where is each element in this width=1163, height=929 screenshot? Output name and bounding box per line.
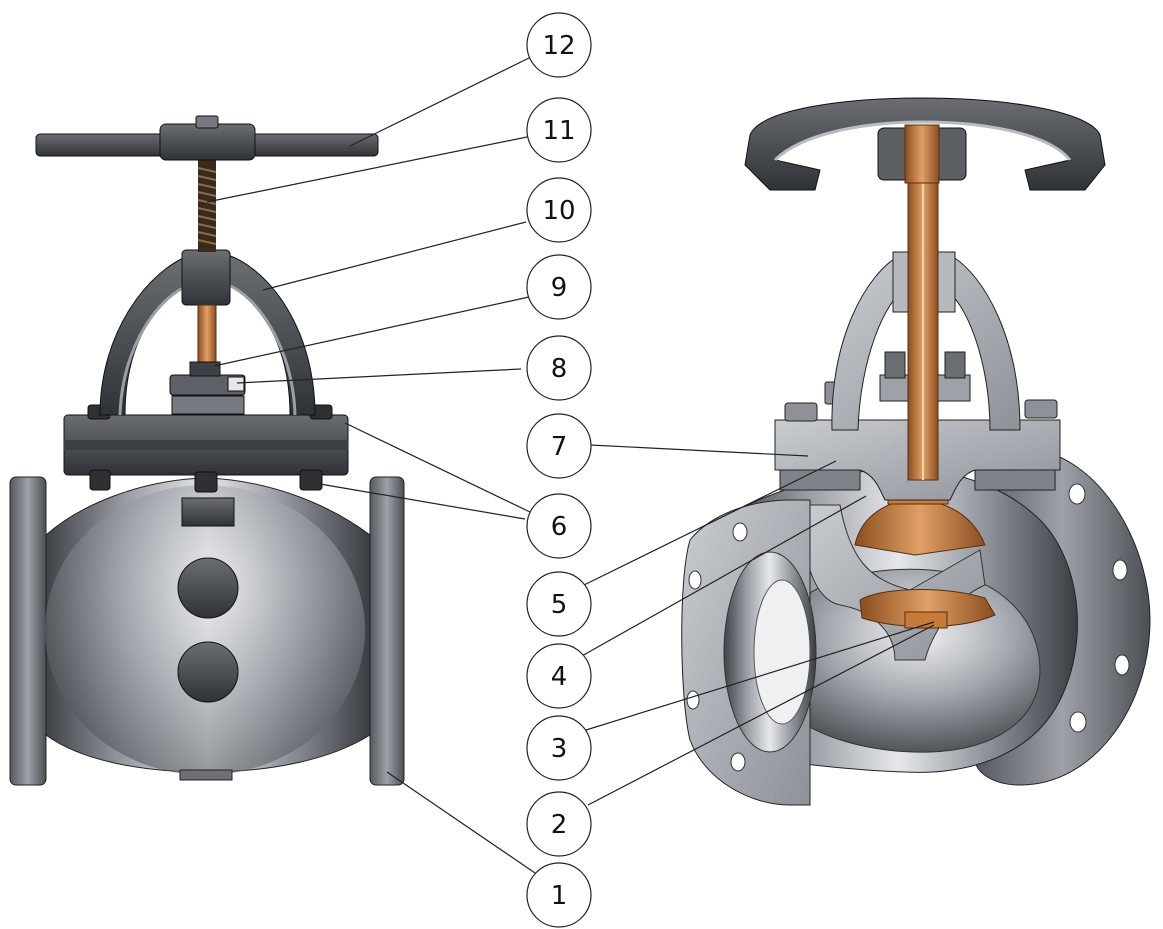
callout-10: 10: [526, 177, 592, 243]
front-yoke-hub: [181, 249, 231, 306]
callout-1-label: 1: [551, 881, 568, 911]
front-neck-block: [181, 497, 235, 527]
front-bottom-plug: [179, 769, 233, 781]
front-body-sphere: [45, 485, 365, 775]
front-right-flange: [369, 476, 405, 786]
leader-lines: [206, 55, 935, 876]
callout-7: 7: [526, 413, 592, 479]
section-seat-ring: [859, 589, 996, 628]
section-view: [681, 97, 1151, 806]
callout-8: 8: [526, 335, 592, 401]
callout-8-label: 8: [551, 354, 568, 384]
callout-3-label: 3: [551, 734, 568, 764]
callout-1: 1: [526, 862, 592, 928]
callout-11: 11: [526, 97, 592, 163]
callout-4: 4: [526, 643, 592, 709]
callout-7-label: 7: [551, 432, 568, 462]
front-bolts: [87, 404, 333, 493]
front-bonnet-flange-band: [64, 440, 348, 450]
callout-12: 12: [526, 12, 592, 78]
section-yoke: [831, 254, 1021, 431]
callout-3: 3: [526, 715, 592, 781]
callout-5: 5: [526, 571, 592, 637]
callout-6-label: 6: [551, 512, 568, 542]
front-stem-bronze: [197, 304, 217, 368]
callout-9: 9: [526, 254, 592, 320]
front-view: [9, 115, 405, 786]
callout-6: 6: [526, 493, 592, 559]
front-boss-upper: [177, 557, 239, 619]
front-left-flange: [9, 476, 47, 786]
callout-9-label: 9: [551, 273, 568, 303]
section-handwheel: [744, 97, 1106, 191]
front-boss-lower: [177, 641, 239, 703]
callout-12-label: 12: [542, 31, 575, 61]
callout-5-label: 5: [551, 590, 568, 620]
callout-11-label: 11: [542, 116, 575, 146]
front-threaded-stem: [197, 160, 217, 252]
callout-2: 2: [526, 791, 592, 857]
callout-2-label: 2: [551, 810, 568, 840]
callout-4-label: 4: [551, 662, 568, 692]
callout-10-label: 10: [542, 196, 575, 226]
